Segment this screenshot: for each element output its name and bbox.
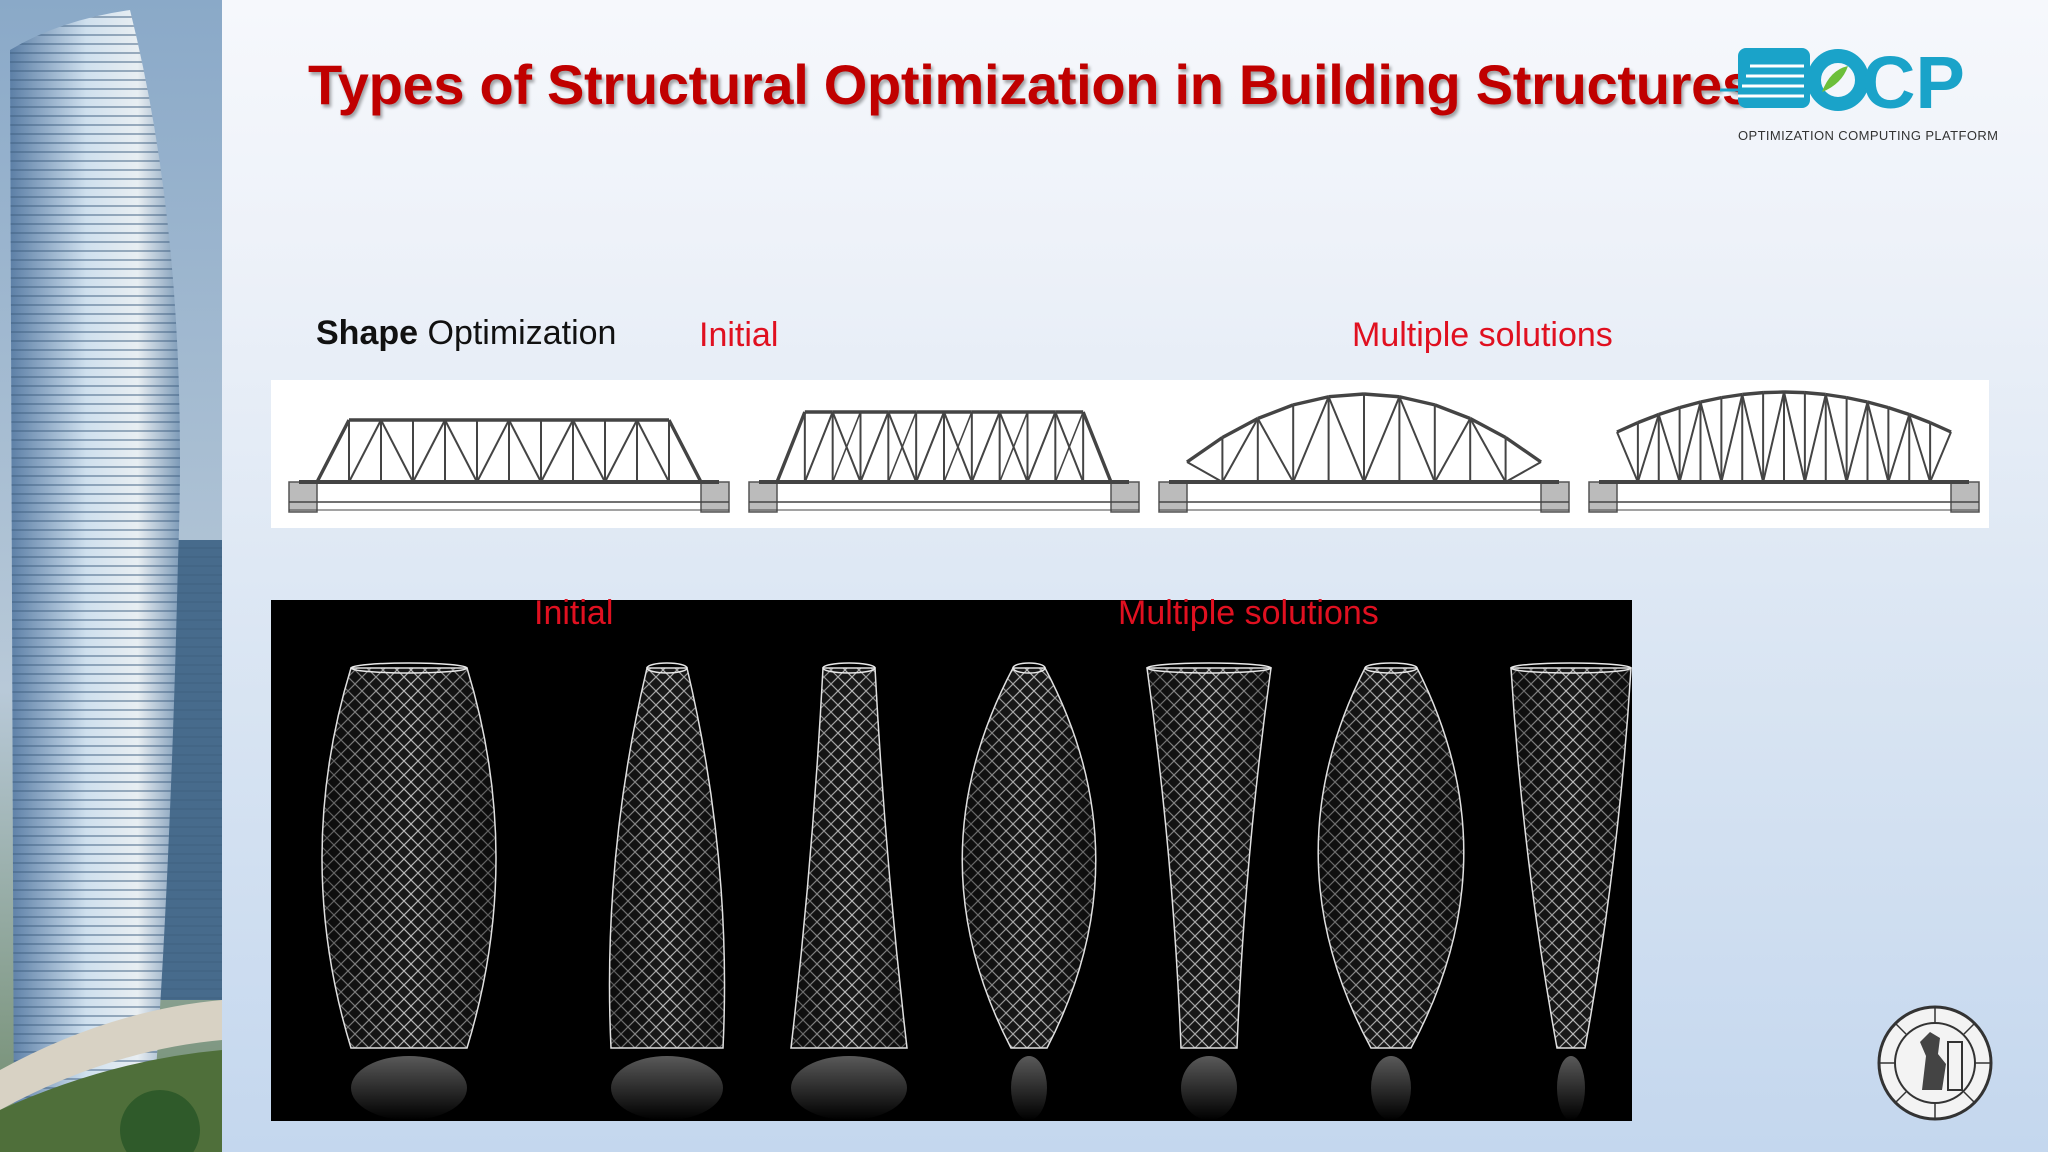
diagrid-tower-1 [321,662,497,1120]
skyscraper-photo [0,0,222,1152]
tower-initial-label: Initial [534,594,614,632]
slide-title: Types of Structural Optimization in Buil… [308,53,1753,116]
university-seal [1874,1002,1996,1124]
logo-caption: OPTIMIZATION COMPUTING PLATFORM [1738,128,1999,143]
svg-text:CP: CP [1862,41,1965,124]
bridge-truss-4 [1588,390,1980,513]
bridge-truss-1 [288,418,730,513]
bridge-truss-2 [748,410,1140,513]
diagrid-towers-image [271,600,1632,1121]
bridge-truss-image [271,380,1989,528]
diagrid-tower-2 [608,662,726,1120]
shape-word: Shape [316,314,419,352]
diagrid-tower-5 [1146,662,1272,1120]
diagrid-tower-4 [961,662,1097,1120]
diagrid-tower-3 [790,662,908,1120]
bridge-solutions-label: Multiple solutions [1352,316,1613,354]
bridge-truss-3 [1158,392,1570,513]
shape-optimization-heading: Shape Optimization [316,314,616,353]
ocp-logo: CP [1720,40,2000,150]
diagrid-tower-6 [1317,662,1465,1120]
bridge-initial-label: Initial [699,316,779,354]
tower-solutions-label: Multiple solutions [1118,594,1379,632]
diagrid-tower-7 [1510,662,1632,1120]
optimization-word: Optimization [418,314,617,352]
